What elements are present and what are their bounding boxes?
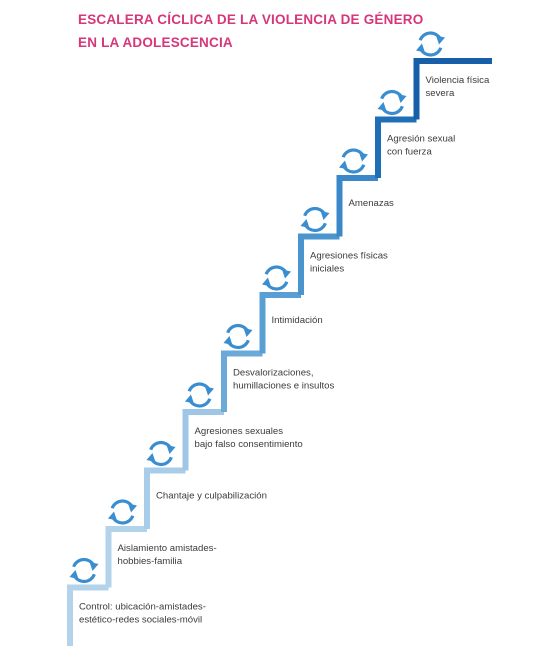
step-label-line: Aislamiento amistades- xyxy=(118,543,217,554)
stair-arrow-10 xyxy=(413,110,420,118)
step-label-line: Amenazas xyxy=(349,198,395,209)
step-label-line: Control: ubicación-amistades- xyxy=(79,602,206,613)
step-label-line: severa xyxy=(426,88,455,99)
step-label-6: Intimidación xyxy=(272,315,323,326)
step-label-line: bajo falso consentimiento xyxy=(195,439,303,450)
cycle-arrows-icon xyxy=(223,323,253,350)
title-line-2: EN LA ADOLESCENCIA xyxy=(78,35,233,50)
stair-step-5 xyxy=(221,350,263,412)
step-label-line: Agresión sexual xyxy=(387,134,455,145)
step-label-3: Chantaje y culpabilización xyxy=(156,491,267,502)
step-label-line: Violencia física xyxy=(426,75,490,86)
step-label-7: Agresiones físicas iniciales xyxy=(310,251,388,275)
stair-arrow-6 xyxy=(259,344,266,352)
step-label-5: Desvalorizaciones, humillaciones e insult… xyxy=(233,368,335,392)
step-label-line: humillaciones e insultos xyxy=(233,381,335,392)
title-line-1: ESCALERA CÍCLICA DE LA VIOLENCIA DE GÉNE… xyxy=(78,12,424,27)
stair-step-3 xyxy=(144,467,186,529)
step-label-line: iniciales xyxy=(310,264,344,275)
step-label-line: con fuerza xyxy=(387,147,432,158)
stair-arrow-3 xyxy=(144,520,150,527)
step-label-10: Violencia física severa xyxy=(426,75,490,99)
stair-step-8 xyxy=(336,175,378,237)
stair-step-7 xyxy=(298,233,340,295)
step-label-line: Intimidación xyxy=(272,315,323,326)
stair-step-4 xyxy=(182,409,224,471)
stair-arrow-7 xyxy=(298,286,304,293)
cycle-arrows-icon xyxy=(146,440,176,467)
stair-step-1 xyxy=(67,584,109,646)
step-label-9: Agresión sexual con fuerza xyxy=(387,134,455,158)
stair-arrow-8 xyxy=(336,227,343,235)
cycle-arrows-icon xyxy=(377,89,407,116)
cycle-arrows-icon xyxy=(261,265,292,291)
stair-arrow-5 xyxy=(221,403,227,410)
step-label-line: Chantaje y culpabilización xyxy=(156,491,267,502)
stair-arrow-9 xyxy=(375,169,381,176)
step-label-line: Agresiones físicas xyxy=(310,251,388,262)
stair-arrow-2 xyxy=(105,578,112,586)
step-label-1: Control: ubicación-amistades-estético-re… xyxy=(79,602,206,626)
stair-step-9 xyxy=(375,116,417,178)
step-label-line: hobbies-familia xyxy=(118,556,183,567)
step-label-line: Agresiones sexuales xyxy=(195,426,284,437)
step-label-4: Agresiones sexuales bajo falso consentimi… xyxy=(195,426,303,450)
stair-arrow-4 xyxy=(182,461,189,469)
cycle-arrows-icon xyxy=(415,31,446,57)
cycle-arrows-icon xyxy=(107,499,138,525)
diagram-title: ESCALERA CÍCLICA DE LA VIOLENCIA DE GÉNE… xyxy=(78,8,538,54)
stair-arrow-1 xyxy=(67,637,73,644)
cycle-arrows-icon xyxy=(300,206,330,233)
stair-step-10 xyxy=(413,58,492,120)
stair-step-6 xyxy=(259,292,301,354)
step-label-8: Amenazas xyxy=(349,198,395,209)
cycle-arrows-icon xyxy=(338,148,369,174)
step-label-2: Aislamiento amistades-hobbies-familia xyxy=(118,543,217,567)
cycle-arrows-icon xyxy=(69,557,99,584)
step-label-line: estético-redes sociales-móvil xyxy=(79,615,202,626)
step-label-line: Desvalorizaciones, xyxy=(233,368,314,379)
stair-step-2 xyxy=(105,526,147,588)
cycle-arrows-icon xyxy=(184,382,215,408)
